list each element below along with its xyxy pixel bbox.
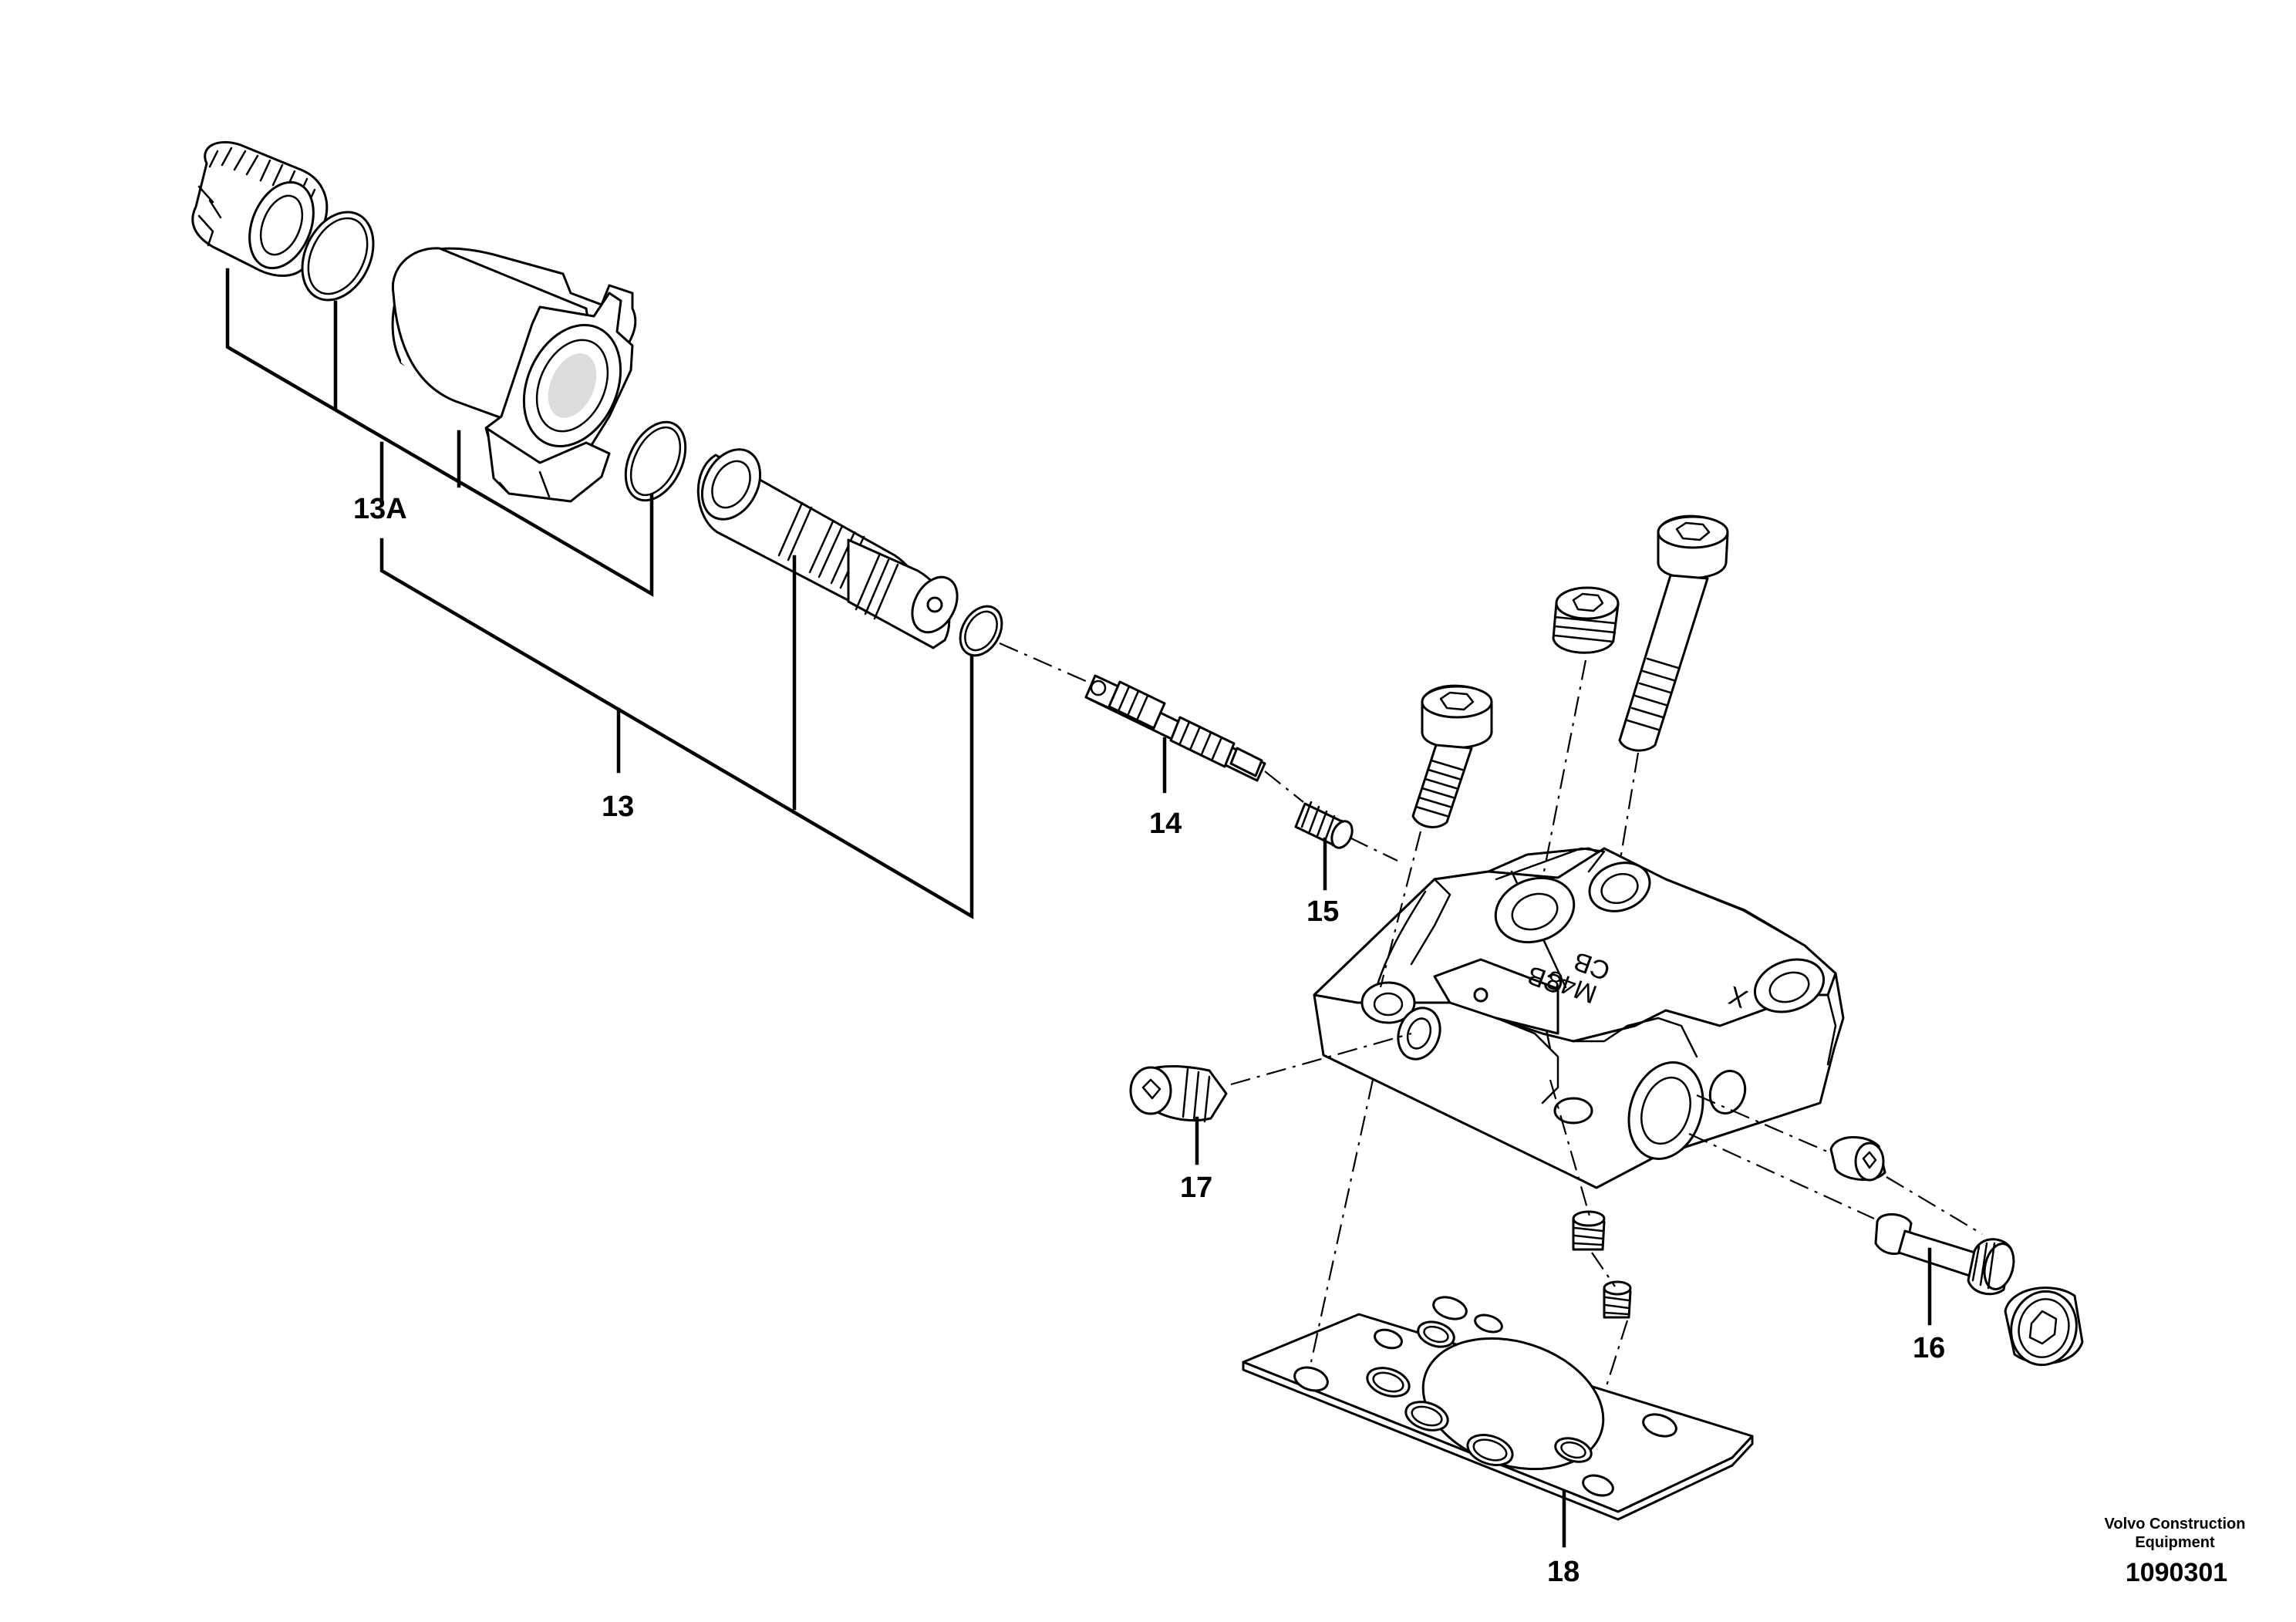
callout-15: 15 <box>1306 895 1339 928</box>
callout-16: 16 <box>1913 1332 1945 1364</box>
set-screw-lower <box>1603 1280 1632 1319</box>
spool <box>1084 674 1266 782</box>
callout-13: 13 <box>602 791 634 823</box>
callout-18: 18 <box>1547 1556 1580 1588</box>
check-valve <box>1874 1213 2015 1296</box>
plug-right-small <box>1829 1136 1886 1182</box>
gasket <box>1242 1296 1754 1521</box>
o-ring-large <box>301 211 375 302</box>
callout-13a: 13A <box>353 493 407 525</box>
valve-housing: CB M48 CB X <box>1313 847 1845 1189</box>
assembly-center-lines <box>999 642 1983 1389</box>
plug-top <box>1552 586 1620 654</box>
plug-left <box>1129 1065 1228 1123</box>
leader-13 <box>379 538 974 919</box>
callout-17: 17 <box>1180 1172 1212 1204</box>
valve-cartridge <box>696 448 959 649</box>
knurled-nut <box>191 141 329 277</box>
plug-lower-right <box>2004 1286 2084 1367</box>
leader-13a <box>225 268 654 597</box>
brand-line-2: Equipment <box>2135 1534 2215 1551</box>
cap-screw-short <box>1411 684 1493 828</box>
cap-screw-long <box>1618 514 1729 752</box>
brand-line-1: Volvo Construction <box>2105 1516 2246 1533</box>
callout-14: 14 <box>1149 808 1182 840</box>
set-screw-upper <box>1572 1210 1606 1251</box>
solenoid-coil <box>391 247 637 503</box>
o-ring-medium <box>624 420 687 502</box>
document-number: 1090301 <box>2126 1558 2227 1587</box>
o-ring-small <box>959 605 1003 657</box>
spring <box>1294 801 1354 849</box>
